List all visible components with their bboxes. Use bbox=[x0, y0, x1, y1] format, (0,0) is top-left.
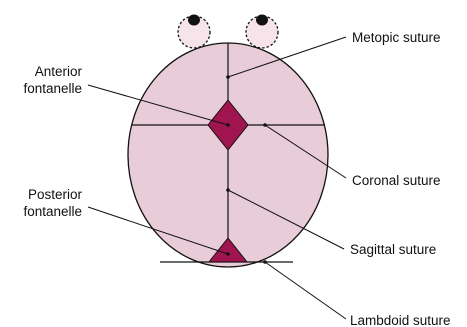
metopic-suture-label: Metopic suture bbox=[352, 30, 441, 45]
left-eye-pupil bbox=[188, 15, 200, 26]
anterior-fontanelle-leader-dot bbox=[226, 123, 230, 127]
sagittal-leader-dot bbox=[226, 188, 230, 192]
posterior-fontanelle-leader-dot bbox=[226, 252, 230, 256]
left-eye-icon bbox=[178, 15, 210, 49]
lambdoid-leader bbox=[265, 262, 346, 319]
right-eye-pupil bbox=[256, 15, 268, 26]
lambdoid-leader-dot bbox=[263, 260, 267, 264]
sagittal-suture-label: Sagittal suture bbox=[350, 242, 436, 257]
anterior-fontanelle-label-line2: fontanelle bbox=[23, 81, 82, 96]
metopic-leader-dot bbox=[226, 75, 230, 79]
coronal-suture-label: Coronal suture bbox=[352, 173, 441, 188]
coronal-leader-dot bbox=[263, 123, 267, 127]
lambdoid-suture-label: Lambdoid suture bbox=[350, 313, 451, 327]
anterior-fontanelle-label-line1: Anterior bbox=[35, 64, 83, 79]
posterior-fontanelle-label-line2: fontanelle bbox=[23, 204, 82, 219]
right-eye-icon bbox=[246, 15, 278, 49]
posterior-fontanelle-label-line1: Posterior bbox=[28, 187, 83, 202]
